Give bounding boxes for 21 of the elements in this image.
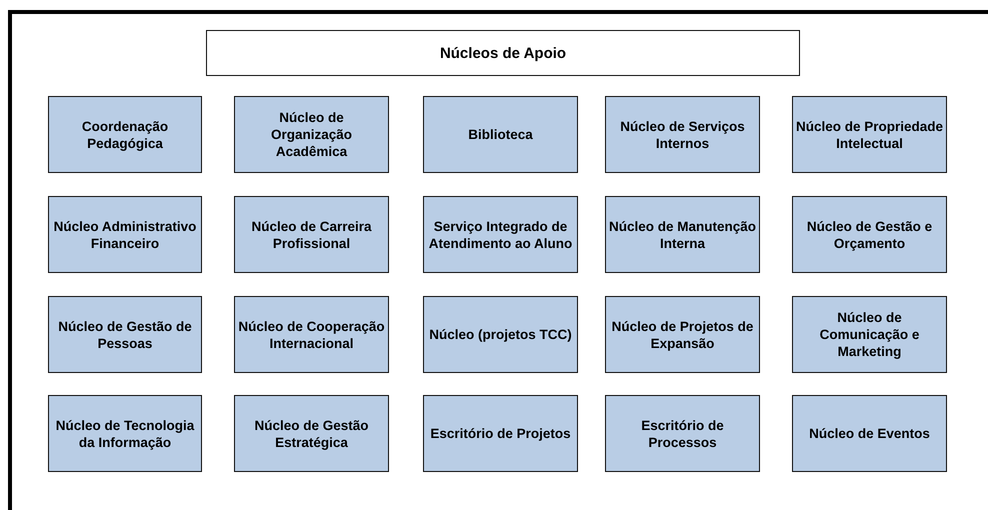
unit-box: Núcleo de Eventos <box>792 395 947 472</box>
unit-box: Núcleo de Cooperação Internacional <box>234 296 389 373</box>
unit-box: Núcleo de Carreira Profissional <box>234 196 389 273</box>
unit-box: Núcleo (projetos TCC) <box>423 296 578 373</box>
unit-box: Biblioteca <box>423 96 578 173</box>
heading-box: Núcleos de Apoio <box>206 30 800 76</box>
unit-box: Coordenação Pedagógica <box>48 96 202 173</box>
unit-box: Núcleo de Gestão de Pessoas <box>48 296 202 373</box>
unit-box: Escritório de Processos <box>605 395 760 472</box>
unit-box: Núcleo de Organização Acadêmica <box>234 96 389 173</box>
unit-box: Serviço Integrado de Atendimento ao Aluno <box>423 196 578 273</box>
unit-box: Núcleo de Comunicação e Marketing <box>792 296 947 373</box>
unit-box: Núcleo de Propriedade Intelectual <box>792 96 947 173</box>
unit-box: Núcleo de Tecnologia da Informação <box>48 395 202 472</box>
unit-box: Núcleo de Serviços Internos <box>605 96 760 173</box>
unit-box: Núcleo de Gestão Estratégica <box>234 395 389 472</box>
unit-box: Núcleo Administrativo Financeiro <box>48 196 202 273</box>
unit-box: Escritório de Projetos <box>423 395 578 472</box>
unit-box: Núcleo de Projetos de Expansão <box>605 296 760 373</box>
unit-box: Núcleo de Manutenção Interna <box>605 196 760 273</box>
unit-box: Núcleo de Gestão e Orçamento <box>792 196 947 273</box>
